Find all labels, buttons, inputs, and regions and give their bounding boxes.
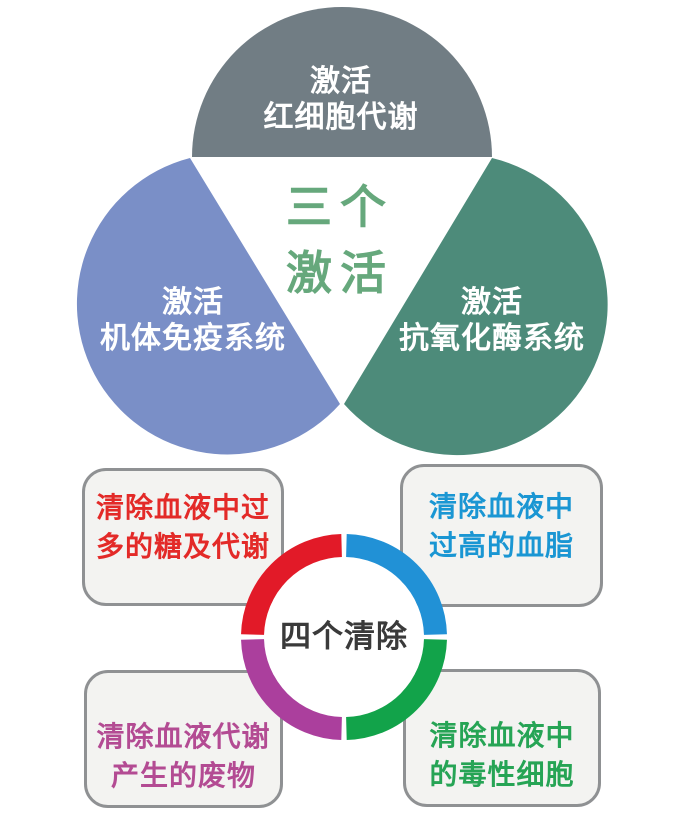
- clearance-card-blood-lipids: 清除血液中 过高的血脂: [400, 464, 603, 607]
- activation-center-title-line2: 激活: [286, 247, 394, 299]
- activation-label-antioxidant-line2: 抗氧化酶系统: [399, 322, 585, 355]
- clearance-card-blood-lipids-line1: 清除血液中: [428, 490, 574, 522]
- clearance-card-excess-sugar-line1: 清除血液中过: [95, 492, 270, 523]
- activation-label-red-cell-metabolism: 激活 红细胞代谢: [191, 64, 491, 136]
- clearance-card-metabolic-waste-line2: 产生的废物: [110, 760, 256, 791]
- clearance-card-excess-sugar-line2: 多的糖及代谢: [95, 531, 270, 562]
- activation-label-immune-line2: 机体免疫系统: [100, 322, 286, 355]
- clearance-card-toxic-cells-text: 清除血液中 的毒性细胞: [429, 716, 574, 794]
- activation-label-red-cell-line1: 激活: [310, 65, 372, 98]
- activation-center-title-line1: 三个: [286, 181, 394, 233]
- clearance-center-title: 四个清除: [280, 619, 408, 654]
- clearance-card-metabolic-waste: 清除血液代谢 产生的废物: [84, 670, 283, 808]
- clearance-card-excess-sugar: 清除血液中过 多的糖及代谢: [82, 468, 284, 606]
- clearance-card-blood-lipids-line2: 过高的血脂: [428, 529, 574, 561]
- clearance-card-excess-sugar-text: 清除血液中过 多的糖及代谢: [96, 488, 270, 566]
- clearance-card-blood-lipids-text: 清除血液中 过高的血脂: [429, 487, 574, 565]
- activation-label-red-cell-line2: 红细胞代谢: [263, 101, 419, 134]
- clearance-card-toxic-cells-line1: 清除血液中: [429, 720, 575, 751]
- activation-center-title: 三个 激活: [190, 174, 490, 306]
- clearance-card-toxic-cells-line2: 的毒性细胞: [429, 759, 575, 790]
- clearance-card-metabolic-waste-text: 清除血液代谢 产生的废物: [96, 717, 270, 795]
- clearance-card-toxic-cells: 清除血液中 的毒性细胞: [403, 669, 601, 807]
- clearance-card-metabolic-waste-line1: 清除血液代谢: [96, 721, 271, 752]
